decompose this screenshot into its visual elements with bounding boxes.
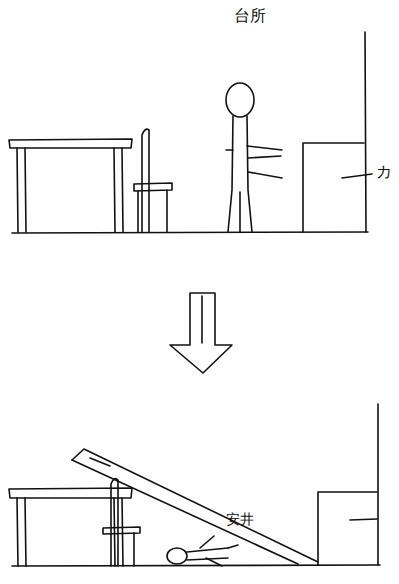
standing-person — [226, 83, 282, 232]
arrow-hatch — [201, 296, 203, 343]
floor-line — [12, 232, 368, 233]
falling-board — [72, 449, 318, 564]
before-scene — [9, 32, 372, 233]
sketch-label: 台所 — [234, 8, 266, 24]
after-scene — [9, 404, 380, 566]
cabinet-symbol — [303, 143, 372, 232]
floor-line — [12, 565, 380, 566]
wall-line — [365, 32, 366, 232]
fallen-person — [167, 536, 238, 566]
table-symbol — [9, 139, 132, 232]
sketch-label: カ — [376, 164, 392, 180]
cabinet-symbol — [318, 492, 377, 565]
wall-line — [377, 404, 379, 565]
chair-symbol — [134, 129, 172, 232]
chair-symbol — [103, 479, 140, 566]
leader-line — [342, 174, 372, 178]
sketch-label: 安井 — [226, 512, 254, 526]
transition-arrow — [170, 293, 232, 373]
leader-line — [350, 519, 377, 520]
